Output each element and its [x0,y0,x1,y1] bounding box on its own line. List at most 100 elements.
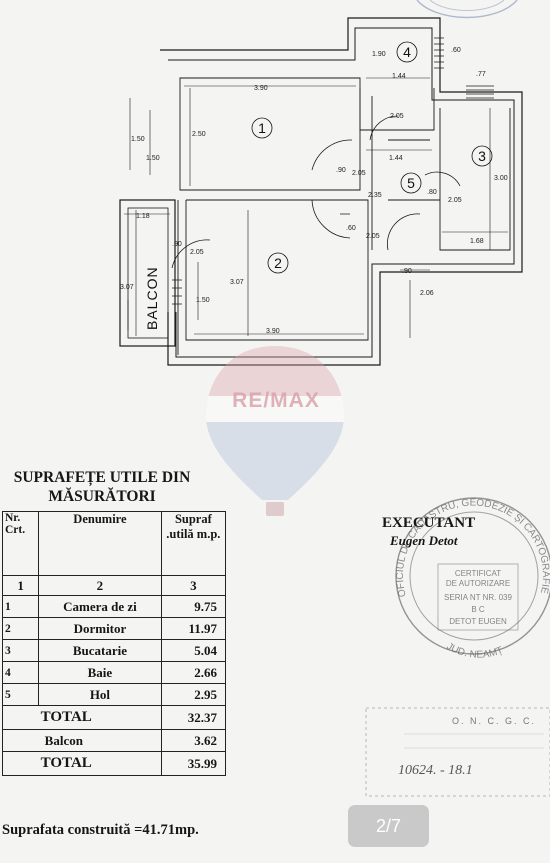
remax-balloon-watermark [206,346,344,516]
table-row: 5 Hol 2.95 [1,683,227,706]
table-cell: 11.97 [160,617,227,640]
table-title-line-1: SUPRAFEȚE UTILE DIN [13,469,191,486]
dim-label: 1.44 [392,73,406,80]
table-cell: 2 [38,575,162,596]
dim-label: .90 [402,268,412,275]
table-cell: Dormitor [38,617,162,640]
header-name: Denumire [38,511,162,576]
dim-label: .80 [427,189,437,196]
table-row: 3 Bucatarie 5.04 [1,639,227,662]
table-index-row: 1 2 3 [1,575,227,596]
dim-label: 3.90 [266,328,280,335]
grand-total-label: TOTAL [38,751,162,776]
dim-label: 1.50 [146,155,160,162]
official-seal-stamp: OFICIUL DE CADASTRU, GEODEZIE ȘI CARTOGR… [395,497,550,660]
door-arc-5 [171,239,211,269]
inner-wall [168,27,515,358]
dim-label: 2.06 [420,290,434,297]
dim-label: 1.50 [131,136,145,143]
table-cell [1,751,39,776]
table-cell: Bucatarie [38,639,162,662]
remax-logo-text: RE/MAX [232,389,320,412]
area-table: Nr. Crt. Denumire Supraf .utilă m.p. 1 2… [1,511,227,776]
room-number-5: 5 [407,175,415,191]
floor-plan: 1 2 3 4 5 BALCON 3.90 2.50 1.50 1.50 1.9… [119,17,523,366]
room-number-1: 1 [258,120,266,136]
built-area-text: Suprafata construită =41.71mp. [2,822,199,838]
dim-label: 2.05 [352,170,366,177]
dim-label: 1.44 [389,155,403,162]
stamp-code-text: O. N. C. G. C. [452,716,537,726]
table-cell: Camera de zi [38,595,162,618]
page-indicator[interactable]: 2/7 [348,805,429,847]
table-cell: 2.66 [160,661,227,684]
dim-label: .60 [346,225,356,232]
dim-label: 2.05 [390,113,404,120]
table-cell: 2 [1,617,40,640]
table-cell: 4 [1,661,40,684]
dim-label: 2.35 [368,192,382,199]
door-arc-3 [387,213,421,251]
table-cell [1,729,39,752]
balcony-label-cell: Balcon [38,729,162,752]
dim-label: 1.50 [196,297,210,304]
executant-label: EXECUTANT [382,515,476,531]
table-row: 2 Dormitor 11.97 [1,617,227,640]
table-title: SUPRAFEȚE UTILE DIN MĂSURĂTORI [4,468,200,506]
table-cell: 1 [1,575,40,596]
table-cell: 5 [1,683,40,706]
faded-registration-stamp [365,707,550,797]
door-arc-2 [311,199,351,239]
svg-text:JUD. NEAMȚ: JUD. NEAMȚ [445,641,505,660]
door-arc-4 [424,171,461,187]
table-header-row: Nr. Crt. Denumire Supraf .utilă m.p. [1,511,227,576]
table-cell [1,705,39,730]
dim-label: 2.50 [192,131,206,138]
room-number-2: 2 [274,255,282,271]
table-cell: Hol [38,683,162,706]
seal-line: SERIA NT NR. 039 [444,593,512,602]
executant-name: Eugen Detot [390,533,458,548]
total-value: 32.37 [160,705,227,730]
dim-label: 1.18 [136,213,150,220]
dim-label: 2.05 [448,197,462,204]
table-cell: 5.04 [160,639,227,662]
dim-label: 3.07 [230,279,244,286]
grand-total-row: TOTAL 35.99 [1,751,227,776]
seal-line: DETOT EUGEN [449,617,507,626]
dim-label: 3.00 [494,175,508,182]
grand-total-value: 35.99 [160,751,227,776]
outer-wall [160,17,523,366]
dim-label: 3.07 [120,284,134,291]
header-nr: Nr. Crt. [1,511,40,576]
dim-label: 2.05 [190,249,204,256]
balcony-value: 3.62 [160,729,227,752]
room-number-4: 4 [403,44,411,60]
table-cell: 1 [1,595,40,618]
dim-label: 1.68 [470,238,484,245]
dim-label: .90 [172,241,182,248]
door-arc-6 [369,115,399,141]
dim-label: 1.90 [372,51,386,58]
dim-label: .60 [451,47,461,54]
dim-label: 3.90 [254,85,268,92]
table-row: 4 Baie 2.66 [1,661,227,684]
table-cell: 3 [160,575,227,596]
dim-label: 2.05 [366,233,380,240]
handwritten-registration-number: 10624. - 18.1 [398,763,473,778]
seal-line: CERTIFICAT [455,569,501,578]
balcony-row: Balcon 3.62 [1,729,227,752]
dim-label: .90 [336,167,346,174]
table-cell: Baie [38,661,162,684]
table-cell: 9.75 [160,595,227,618]
seal-line: B C [471,605,485,614]
header-area: Supraf .utilă m.p. [160,511,227,576]
balcony-label: BALCON [144,266,160,330]
balcony-outline [119,199,176,347]
total-label: TOTAL [38,705,162,730]
table-title-line-2: MĂSURĂTORI [48,488,156,505]
table-row: 1 Camera de zi 9.75 [1,595,227,618]
seal-line: DE AUTORIZARE [446,579,510,588]
table-cell: 2.95 [160,683,227,706]
